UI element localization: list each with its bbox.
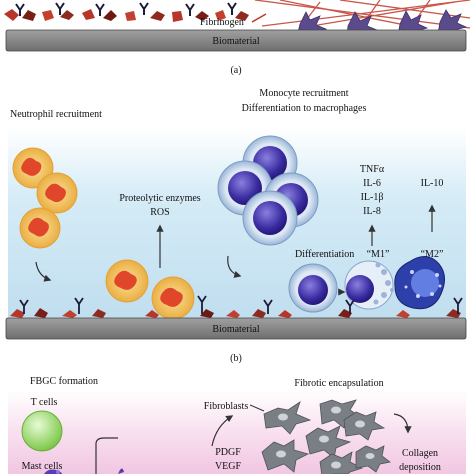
neutrophil-migration-arrow	[35, 261, 52, 282]
fibrin-mesh	[254, 0, 471, 29]
fibroblast	[305, 425, 352, 459]
fibrinogen-label: Fibrinogen	[200, 17, 244, 28]
neutrophil-cluster	[12, 147, 78, 249]
ros-label: ROS	[150, 207, 169, 218]
neutrophil	[12, 147, 54, 189]
t-cell	[21, 410, 63, 452]
m1-cytokines: TNFα IL-6 IL-1β IL-8	[360, 164, 385, 217]
collagen-arrow	[393, 413, 412, 434]
adhered-monocyte	[288, 263, 338, 313]
panel-a: Fibrinogen Biomaterial (a)	[4, 0, 471, 76]
fibrinogen-pointer	[251, 13, 267, 23]
fibroblast-recruitment-arrow	[211, 415, 234, 447]
proteolytic-enzymes-label: Proteolytic enzymes	[119, 193, 200, 204]
panel-c: FBGC formation Fibrotic encapsulation T …	[8, 376, 466, 474]
neutrophil	[19, 207, 61, 249]
fibroblast	[319, 399, 364, 429]
t-cells-label: T cells	[31, 397, 58, 408]
fbgc-formation-title: FBGC formation	[30, 376, 98, 387]
cytokine-tnfa: TNFα	[360, 164, 385, 175]
collagen-label: Collagen	[402, 448, 438, 459]
mast-cell	[44, 469, 62, 474]
fibroblast	[319, 451, 364, 474]
vegf-label: VEGF	[215, 461, 242, 472]
fibroblast-pointer	[249, 404, 265, 412]
biomaterial-bar-a	[5, 29, 467, 52]
fbgc-partial-cell	[118, 468, 124, 474]
m2-label: “M2”	[421, 249, 444, 260]
pdgf-label: PDGF	[215, 447, 241, 458]
neutrophil	[36, 172, 78, 214]
biomaterial-label-a: Biomaterial	[212, 36, 259, 47]
fibroblast	[263, 401, 312, 435]
tissue-background-c	[8, 390, 466, 474]
panel-b: Neutrophil recruitment Monocyte recruitm…	[5, 88, 467, 364]
monocyte-cluster	[217, 135, 319, 246]
fbgc-pathway-line	[95, 437, 118, 474]
differentiation-to-macrophages-title: Differentiation to macrophages	[242, 103, 367, 114]
panel-a-adsorbed-proteins	[4, 2, 249, 22]
fibroblast	[355, 445, 391, 473]
monocyte	[242, 190, 298, 246]
panel-b-caption: (b)	[230, 353, 242, 364]
fibrotic-encapsulation-title: Fibrotic encapsulation	[294, 378, 383, 389]
monocyte-migration-arrow	[227, 255, 242, 278]
neutrophil	[105, 259, 149, 303]
cytokine-il6: IL-6	[363, 178, 381, 189]
adhered-neutrophils	[105, 259, 195, 320]
cytokine-il8: IL-8	[363, 206, 381, 217]
biomaterial-bar-b	[5, 317, 467, 340]
fibroblast	[343, 411, 386, 441]
cytokine-il1b: IL-1β	[361, 192, 384, 203]
mast-cells-label: Mast cells	[22, 461, 63, 472]
monocyte-recruitment-title: Monocyte recruitment	[259, 88, 348, 99]
fibroblast	[261, 439, 310, 473]
cytokine-il10: IL-10	[421, 178, 444, 189]
m1-label: “M1”	[367, 249, 390, 260]
panel-b-adsorbed-proteins	[10, 295, 463, 318]
m1-macrophage	[344, 260, 394, 310]
m2-macrophage	[394, 256, 445, 310]
differentiation-label: Differentiation	[295, 249, 354, 260]
deposition-label: deposition	[399, 462, 441, 473]
fibroblast-cluster	[261, 399, 391, 474]
biomaterial-label-b: Biomaterial	[212, 324, 259, 335]
neutrophil	[151, 276, 195, 320]
fibroblasts-label: Fibroblasts	[204, 401, 249, 412]
neutrophil-recruitment-title: Neutrophil recruitment	[10, 109, 102, 120]
panel-a-caption: (a)	[230, 65, 241, 76]
